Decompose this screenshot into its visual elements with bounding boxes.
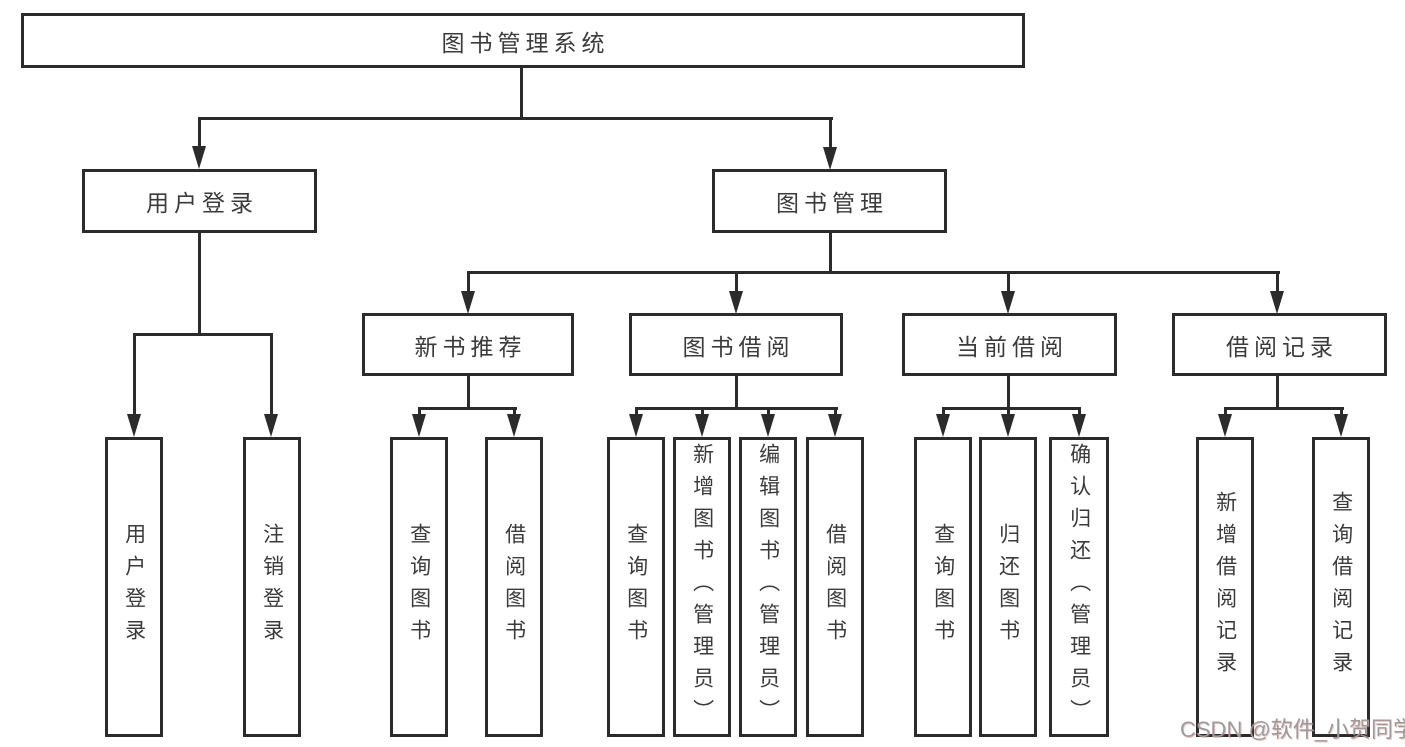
- leaf-query-books-current: 查询图书: [914, 437, 972, 737]
- leaf-user-login: 用户登录: [105, 437, 163, 737]
- connector-line: [198, 117, 201, 148]
- connector-line: [735, 271, 738, 293]
- connector-line: [834, 407, 837, 417]
- node-new-book-recommend: 新书推荐: [362, 313, 574, 376]
- node-borrowing-records: 借阅记录: [1172, 313, 1387, 376]
- connector-line: [942, 407, 945, 417]
- connector-line: [198, 117, 833, 120]
- leaf-add-books-admin: 新增图书（管理员）: [673, 437, 731, 737]
- arrowhead-down-icon: [828, 414, 842, 437]
- node-user-login-label: 用户登录: [146, 190, 258, 216]
- node-borrowing-records-label: 借阅记录: [1226, 333, 1338, 360]
- connector-line: [513, 407, 516, 417]
- arrowhead-down-icon: [695, 414, 709, 437]
- csdn-watermark: CSDN @软件_小贺同学: [1180, 717, 1405, 742]
- arrowhead-down-icon: [127, 414, 141, 437]
- connector-line: [635, 407, 838, 410]
- connector-line: [1007, 271, 1010, 293]
- leaf-query-books-recommend: 查询图书: [390, 437, 448, 737]
- connector-line: [467, 376, 470, 409]
- connector-line: [701, 407, 704, 417]
- node-user-login: 用户登录: [82, 169, 317, 233]
- arrowhead-down-icon: [823, 147, 837, 170]
- leaf-confirm-return-admin: 确认归还（管理员）: [1049, 437, 1109, 737]
- connector-line: [520, 68, 523, 120]
- connector-line: [133, 333, 273, 336]
- node-book-borrowing-label: 图书借阅: [682, 333, 795, 360]
- leaf-label: 查询借阅记录: [1329, 491, 1353, 683]
- arrowhead-down-icon: [1334, 414, 1348, 437]
- leaf-label: 注销登录: [260, 523, 284, 651]
- arrowhead-down-icon: [461, 291, 475, 314]
- node-new-book-recommend-label: 新书推荐: [414, 333, 527, 360]
- connector-line: [767, 407, 770, 417]
- connector-line: [467, 271, 1280, 274]
- leaf-return-books: 归还图书: [979, 437, 1037, 737]
- node-book-borrowing: 图书借阅: [629, 313, 843, 376]
- connector-line: [270, 333, 273, 415]
- leaf-label: 用户登录: [122, 523, 146, 651]
- leaf-label: 借阅图书: [823, 523, 847, 651]
- connector-line: [829, 233, 832, 274]
- arrowhead-down-icon: [1001, 414, 1015, 437]
- node-book-management: 图书管理: [712, 169, 947, 233]
- connector-line: [418, 407, 517, 410]
- leaf-borrow-books-recommend: 借阅图书: [485, 437, 543, 737]
- connector-line: [418, 407, 421, 417]
- connector-line: [1340, 407, 1343, 417]
- arrowhead-down-icon: [936, 414, 950, 437]
- connector-line: [1276, 376, 1279, 409]
- leaf-label: 借阅图书: [502, 523, 526, 651]
- leaf-label: 确认归还（管理员）: [1067, 443, 1091, 731]
- connector-line: [1007, 376, 1010, 409]
- leaf-label: 查询图书: [624, 523, 648, 651]
- connector-line: [133, 333, 136, 415]
- node-root: 图书管理系统: [21, 13, 1025, 68]
- connector-line: [1276, 271, 1279, 293]
- arrowhead-down-icon: [192, 146, 206, 169]
- arrowhead-down-icon: [1270, 291, 1284, 314]
- connector-line: [829, 117, 832, 149]
- arrowhead-down-icon: [264, 414, 278, 437]
- node-root-label: 图书管理系统: [441, 29, 610, 56]
- leaf-query-borrow-record: 查询借阅记录: [1312, 437, 1370, 737]
- leaf-label: 编辑图书（管理员）: [756, 443, 780, 731]
- arrowhead-down-icon: [729, 291, 743, 314]
- node-current-borrowing: 当前借阅: [902, 313, 1117, 376]
- arrowhead-down-icon: [412, 414, 426, 437]
- connector-line: [1224, 407, 1227, 417]
- leaf-query-books-borrowing: 查询图书: [607, 437, 665, 737]
- arrowhead-down-icon: [507, 414, 521, 437]
- leaf-edit-books-admin: 编辑图书（管理员）: [739, 437, 797, 737]
- node-book-management-label: 图书管理: [776, 190, 888, 216]
- leaf-label: 查询图书: [407, 523, 431, 651]
- connector-line: [1224, 407, 1344, 410]
- arrowhead-down-icon: [1001, 291, 1015, 314]
- arrowhead-down-icon: [1218, 414, 1232, 437]
- leaf-label: 查询图书: [931, 523, 955, 651]
- leaf-label: 新增图书（管理员）: [690, 443, 714, 731]
- leaf-borrow-books: 借阅图书: [806, 437, 864, 737]
- leaf-label: 归还图书: [996, 523, 1020, 651]
- connector-line: [198, 233, 201, 336]
- connector-line: [942, 407, 1081, 410]
- connector-line: [735, 376, 738, 409]
- arrowhead-down-icon: [629, 414, 643, 437]
- connector-line: [635, 407, 638, 417]
- connector-line: [1007, 407, 1010, 417]
- arrowhead-down-icon: [761, 414, 775, 437]
- leaf-label: 新增借阅记录: [1213, 491, 1237, 683]
- connector-line: [1078, 407, 1081, 417]
- leaf-add-borrow-record: 新增借阅记录: [1196, 437, 1254, 737]
- node-current-borrowing-label: 当前借阅: [956, 333, 1068, 360]
- arrowhead-down-icon: [1072, 414, 1086, 437]
- connector-line: [467, 271, 470, 293]
- leaf-logout: 注销登录: [243, 437, 301, 737]
